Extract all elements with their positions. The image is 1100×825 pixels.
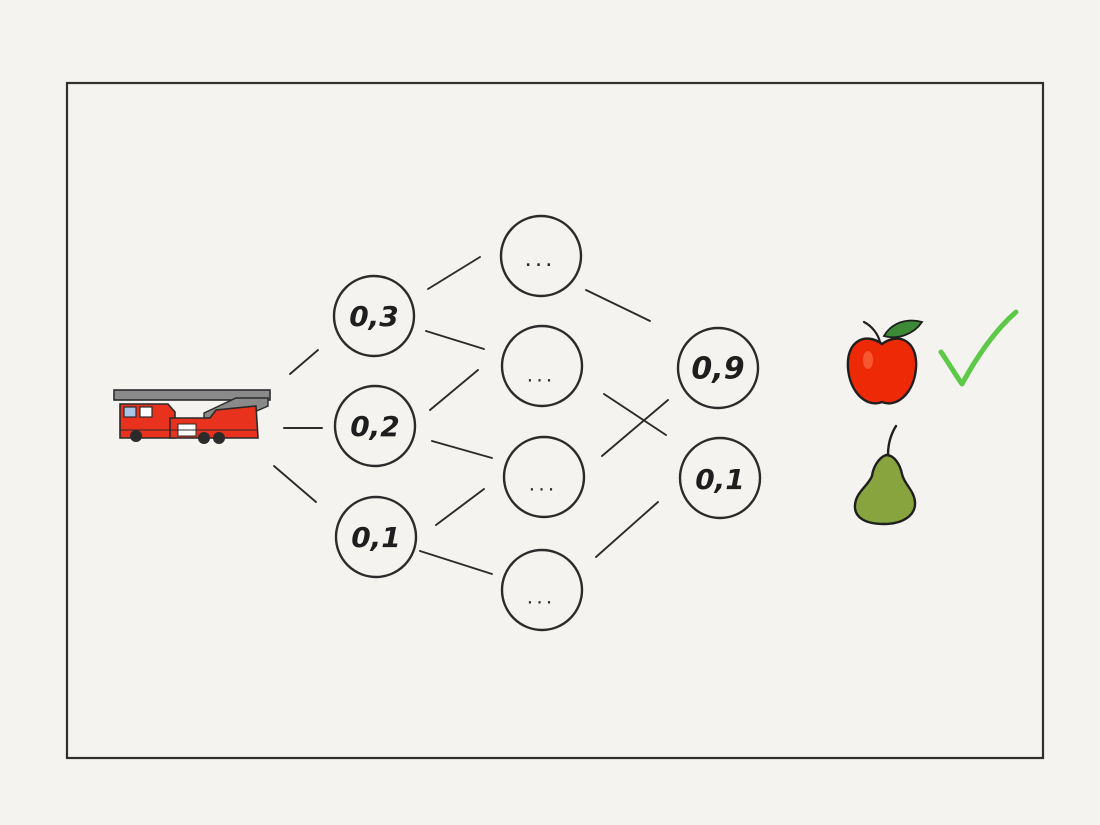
output-node: 0,1 — [678, 436, 762, 520]
checkmark-icon — [938, 309, 1019, 387]
input-node-value: 0,2 — [350, 410, 400, 443]
input-edges — [273, 349, 323, 503]
input-node-value: 0,3 — [349, 300, 399, 333]
output-node-value: 0,1 — [695, 463, 745, 496]
input-node: 0,1 — [334, 495, 418, 579]
output-node-value: 0,9 — [691, 352, 744, 387]
diagram-frame — [65, 81, 1045, 760]
input-node-value: 0,1 — [351, 521, 401, 554]
hidden-layer: ... ... ... ... — [499, 214, 586, 632]
apple-icon — [846, 319, 924, 405]
pear-icon — [853, 424, 917, 526]
hidden-node: ... — [502, 435, 586, 519]
hidden-node: ... — [500, 324, 584, 408]
hidden-node-value: ... — [526, 254, 557, 270]
fire-truck-icon — [113, 389, 271, 444]
hidden-node: ... — [500, 548, 584, 632]
input-node: 0,3 — [332, 274, 416, 358]
hidden-node-value: ... — [530, 480, 559, 494]
hidden-node: ... — [499, 214, 583, 298]
output-node: 0,9 — [676, 326, 760, 410]
input-layer: 0,3 0,2 0,1 — [332, 274, 418, 579]
hidden-output-edges — [585, 289, 669, 558]
output-layer: 0,9 0,1 — [676, 326, 762, 520]
hidden-node-value: ... — [528, 371, 557, 385]
input-node: 0,2 — [333, 384, 417, 468]
hidden-node-value: ... — [528, 593, 557, 607]
input-hidden-edges — [419, 256, 493, 575]
